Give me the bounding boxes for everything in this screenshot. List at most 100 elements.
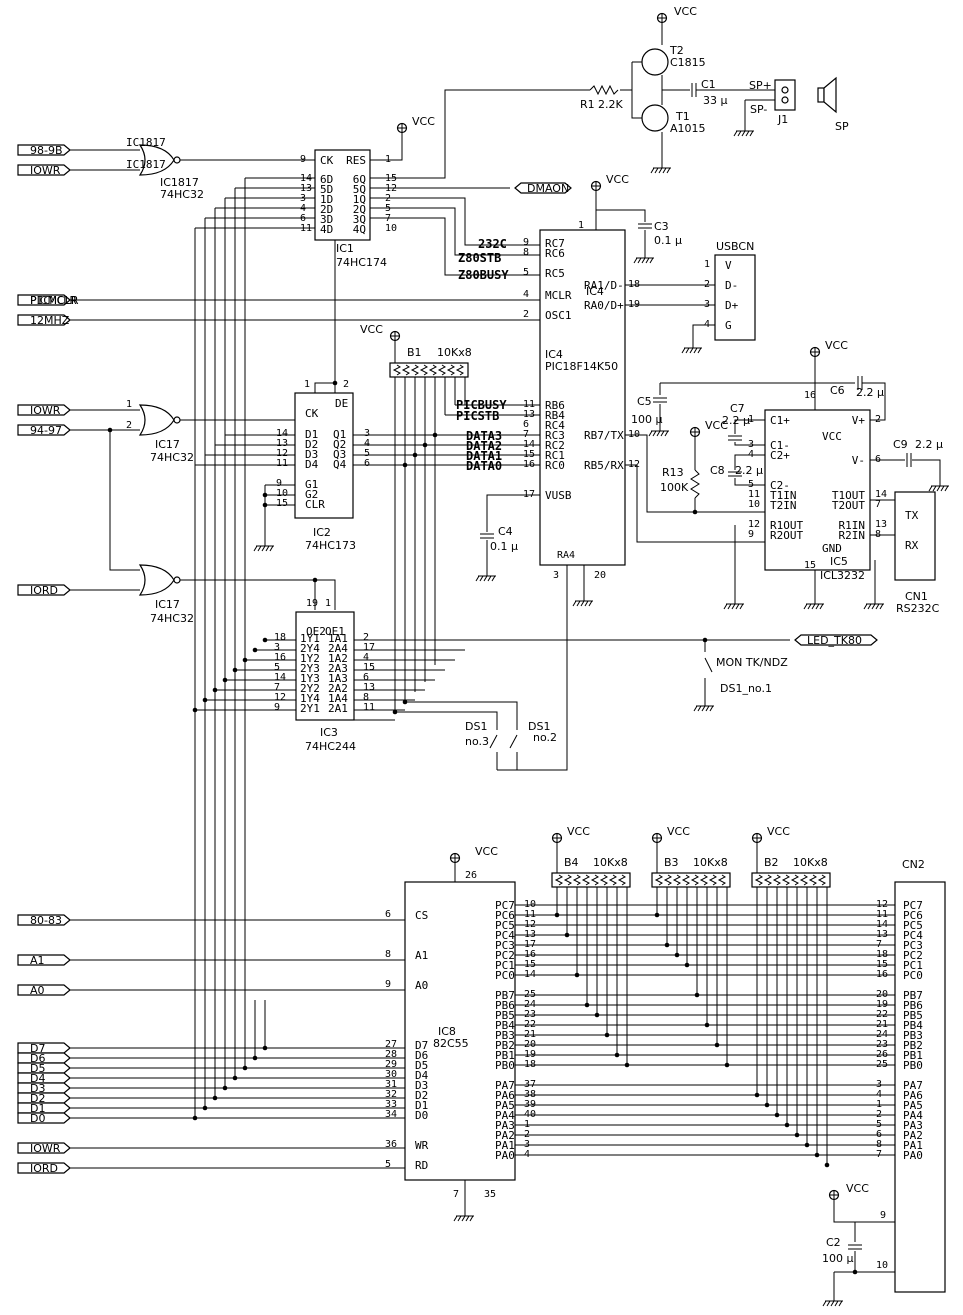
ic1-pin-left: 1D — [320, 193, 333, 206]
ic5-pin-right: R2IN — [839, 529, 866, 542]
r13-value: 100K — [660, 481, 689, 494]
junction-dot — [554, 912, 560, 918]
ds1-no3-switch[interactable] — [489, 734, 498, 749]
ic8-num-left: 36 — [385, 1139, 397, 1150]
ic4-pin-left: RC3 — [545, 429, 565, 442]
port-d4-label: D4 — [30, 1072, 45, 1085]
junction-dot — [594, 1012, 600, 1018]
cn2-pa-num: 2 — [876, 1109, 882, 1120]
cn2-pc-num: 16 — [876, 969, 888, 980]
gate-ic1817-bubble — [173, 156, 181, 164]
port-iord-2-label: IORD — [30, 1162, 58, 1175]
cn2-pb: PB7 — [903, 989, 923, 1002]
b4-value: 10Kx8 — [593, 856, 628, 869]
ic1-num-right: 10 — [385, 223, 397, 234]
cn2-name: CN2 — [902, 858, 925, 871]
cn1-tx: TX — [905, 509, 919, 522]
port-iowr-1-label: IOWR — [30, 164, 61, 177]
cn2-pc-num: 7 — [876, 939, 882, 950]
ic8-pc-num: 13 — [524, 929, 536, 940]
ic1-pin-left: 6D — [320, 173, 333, 186]
j1-box — [774, 79, 796, 111]
ic4-pin-right: RB5/RX — [584, 459, 624, 472]
ic8-pc-num: 14 — [524, 969, 536, 980]
ic8-bot-35: 35 — [484, 1189, 496, 1200]
ic1-pin-right: 1Q — [353, 193, 366, 206]
ic3-a: 1A3 — [328, 672, 348, 685]
ic2-num-q: 5 — [364, 448, 370, 459]
ic2-num-q: 4 — [364, 438, 370, 449]
junction-dot — [262, 637, 268, 643]
cn2-pa: PA7 — [903, 1079, 923, 1092]
junction-dot — [212, 687, 218, 693]
cn2-pa-num: 3 — [876, 1079, 882, 1090]
net-232c: 232C — [478, 237, 507, 251]
ic8-num-left: 6 — [385, 909, 391, 920]
ic1-pin-right: 6Q — [353, 173, 366, 186]
ic3-a: 2A3 — [328, 662, 348, 675]
b2-label: B2 — [764, 856, 779, 869]
ic1-pin-left: CK — [320, 154, 334, 167]
port-a0 — [17, 984, 71, 996]
c5-label: C5 — [637, 395, 652, 408]
port-a1-label: A1 — [30, 954, 45, 967]
ic4-num-left: 13 — [523, 409, 535, 420]
wire — [395, 711, 498, 730]
ic4-num-left: 14 — [523, 439, 535, 450]
ic4-num-left: 5 — [523, 267, 529, 278]
cn1-rx: RX — [905, 539, 919, 552]
cn2-pa-num: 4 — [876, 1089, 882, 1100]
r1-icon — [589, 84, 619, 96]
port-d7 — [17, 1042, 71, 1054]
cn2-pb-num: 23 — [876, 1039, 888, 1050]
junction-dot — [714, 1042, 720, 1048]
c7-label: C7 — [730, 402, 745, 415]
ic8-pin-left: CS — [415, 909, 428, 922]
r13-icon — [690, 469, 700, 499]
ic8-pa: PA6 — [495, 1089, 515, 1102]
junction-dot — [804, 1142, 810, 1148]
ic3-num-a: 13 — [363, 682, 375, 693]
c5-value: 100 μ — [631, 413, 663, 426]
cn2-box — [894, 881, 946, 1293]
ic2-type: 74HC173 — [305, 539, 356, 552]
ic4-pin-left: RC5 — [545, 267, 565, 280]
ic4-num-left: 6 — [523, 419, 529, 430]
cn2-pc: PC4 — [903, 929, 923, 942]
ic8-pa: PA4 — [495, 1109, 515, 1122]
junction-dot — [242, 657, 248, 663]
wire — [734, 442, 765, 446]
ic8-bot-7: 7 — [453, 1189, 459, 1200]
ic3-num-y: 14 — [274, 672, 286, 683]
ic8-pc-num: 16 — [524, 949, 536, 960]
gate-ic1817 — [138, 144, 175, 176]
junction-dot — [784, 1122, 790, 1128]
cn2-pb: PB4 — [903, 1019, 923, 1032]
ic3-name: IC3 — [320, 726, 338, 739]
ic8-pin-left: RD — [415, 1159, 428, 1172]
ic8-num-left: 33 — [385, 1099, 397, 1110]
ic3-num-y: 5 — [274, 662, 280, 673]
ic5-pin-left: R2OUT — [770, 529, 803, 542]
port-d6 — [17, 1052, 71, 1064]
ic8-pc: PC0 — [495, 969, 515, 982]
ic4-pin-right: RA0/D+ — [584, 299, 624, 312]
cn2-pc-num: 12 — [876, 899, 888, 910]
ic8-pa-num: 40 — [524, 1109, 536, 1120]
ds1-no2-num: no.2 — [533, 731, 557, 744]
ic8-pb-num: 23 — [524, 1009, 536, 1020]
mon-switch[interactable] — [704, 657, 713, 673]
gate-ic17a-bubble — [173, 416, 181, 424]
wire — [862, 382, 886, 421]
ic3-num-y: 9 — [274, 702, 280, 713]
cn2-pc: PC5 — [903, 919, 923, 932]
usbcn-pin: D+ — [725, 299, 739, 312]
ic4-pin-left: RC7 — [545, 237, 565, 250]
ds1-no2-switch[interactable] — [509, 734, 518, 749]
ic2-num-d: 14 — [276, 428, 288, 439]
net-z80busy: Z80BUSY — [458, 268, 509, 282]
ic1-num-left: 11 — [300, 223, 312, 234]
port-d0-label: D0 — [30, 1112, 45, 1125]
wire — [180, 579, 316, 610]
ic5-pin-left: C1+ — [770, 414, 790, 427]
